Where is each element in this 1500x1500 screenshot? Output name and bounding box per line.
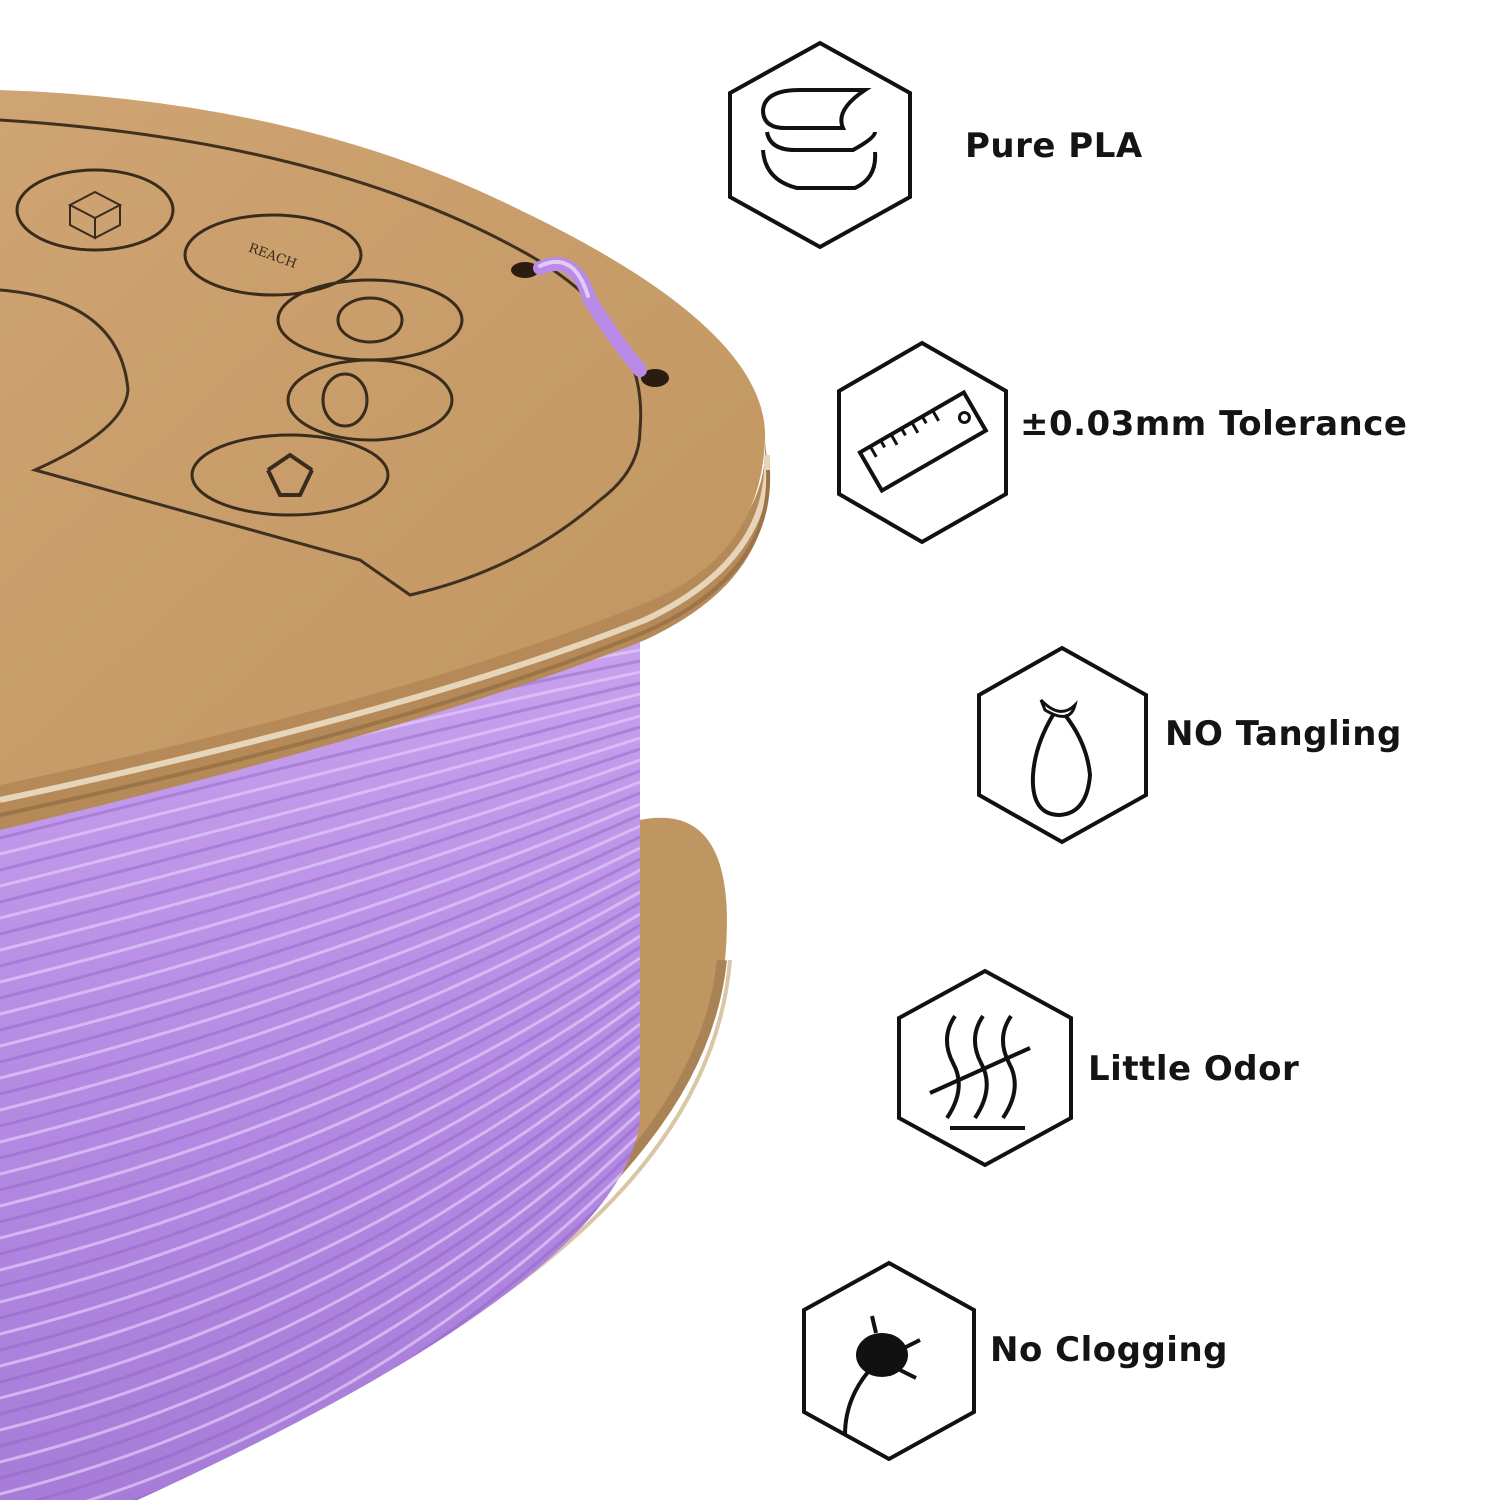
- filament-strand: [0, 802, 640, 1016]
- knot-icon: [977, 645, 1148, 845]
- filament-strand: [0, 824, 640, 1048]
- filament-strand: [0, 967, 640, 1256]
- cube-stamp-icon: [15, 168, 175, 252]
- filament-strand: [0, 692, 640, 856]
- layers-icon: [728, 40, 912, 250]
- filament-strand: [0, 1066, 640, 1400]
- nozzle-clog-icon: [802, 1260, 976, 1462]
- filament-strand: [0, 736, 640, 920]
- filament-strand: [0, 1044, 640, 1368]
- filament-strand: [0, 934, 640, 1208]
- filament-strand: [0, 879, 640, 1128]
- filament-strand: [0, 890, 640, 1144]
- filament-strand: [0, 1132, 640, 1496]
- rohs-stamp-icon: [286, 358, 454, 442]
- feature-label: Little Odor: [1088, 1049, 1300, 1089]
- filament-strand: [0, 1011, 640, 1320]
- filament-strand: [0, 1143, 640, 1500]
- filament-strand: [0, 901, 640, 1160]
- filament-strand: [0, 857, 640, 1096]
- filament-strand: [0, 989, 640, 1288]
- filament-strand: [0, 945, 640, 1224]
- filament-strand: [0, 758, 640, 952]
- filament-strand: [0, 1088, 640, 1432]
- filament-strand: [0, 780, 640, 984]
- filament-windings: [0, 620, 640, 1500]
- filament-strand: [0, 725, 640, 904]
- filament-strand: [0, 1110, 640, 1464]
- odor-waves-icon: [897, 968, 1073, 1168]
- ruler-icon: [837, 340, 1008, 545]
- filament-strand: [0, 868, 640, 1112]
- filament-strand: [0, 769, 640, 968]
- filament-strand: [0, 1022, 640, 1336]
- filament-strand: [0, 846, 640, 1080]
- filament-slot: [511, 257, 669, 387]
- filament-strand: [0, 1000, 640, 1304]
- filament-strand: [0, 714, 640, 888]
- filament-strand: [0, 912, 640, 1176]
- filament-strand: [0, 978, 640, 1272]
- filament-strand: [0, 681, 640, 840]
- filament-strand: [0, 747, 640, 936]
- filament-strand: [0, 703, 640, 872]
- feature-label: ±0.03mm Tolerance: [1020, 404, 1408, 444]
- filament-strand: [0, 1154, 640, 1500]
- filament-strand: [0, 956, 640, 1240]
- filament-strand: [0, 1099, 640, 1448]
- filament-strand: [0, 923, 640, 1192]
- filament-strand: [0, 791, 640, 1000]
- recycle-stamp-icon: [190, 433, 390, 517]
- filament-strand: [0, 813, 640, 1032]
- filament-strand: [0, 1055, 640, 1384]
- feature-label: No Clogging: [990, 1330, 1228, 1370]
- filament-strand: [0, 1077, 640, 1416]
- feature-label: Pure PLA: [965, 126, 1143, 166]
- filament-strand: [0, 1121, 640, 1480]
- spool-top-flange: REACH: [0, 90, 771, 830]
- filament-spool-photo: REACH: [0, 90, 771, 1500]
- feature-label: NO Tangling: [1165, 714, 1402, 754]
- filament-strand: [0, 835, 640, 1064]
- filament-strand: [0, 1033, 640, 1352]
